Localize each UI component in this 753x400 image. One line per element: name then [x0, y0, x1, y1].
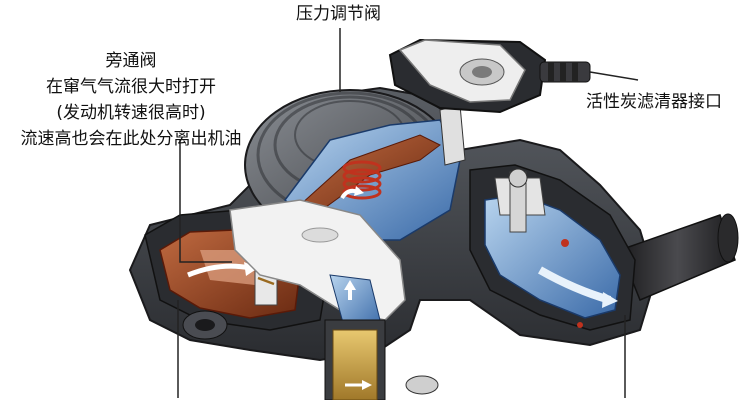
- bypass-desc-line-1: 在窜气气流很大时打开: [46, 77, 216, 97]
- center-lid: [229, 199, 406, 331]
- right-chamber-cutaway: [469, 164, 636, 331]
- carbon-filter-port-housing: [388, 38, 591, 114]
- bypass-desc-line-2: (发动机转速很高时): [56, 103, 206, 123]
- label-bypass-valve: 旁通阀: [105, 51, 157, 71]
- pressure-spring: [342, 160, 382, 200]
- label-carbon-filter: 活性炭滤清器接口: [586, 92, 722, 112]
- oil-outlet-cylinder: [324, 319, 439, 400]
- leader-bypass-valve: [179, 140, 232, 263]
- leader-carbon-filter: [589, 71, 639, 81]
- leader-lines: [177, 28, 639, 398]
- bypass-valve-note: 旁通阀 在窜气气流很大时打开 (发动机转速很高时) 流速高也会在此处分离出机油: [0, 48, 262, 152]
- label-pressure-valve: 压力调节阀: [296, 4, 381, 24]
- bypass-desc-line-3: 流速高也会在此处分离出机油: [20, 129, 242, 149]
